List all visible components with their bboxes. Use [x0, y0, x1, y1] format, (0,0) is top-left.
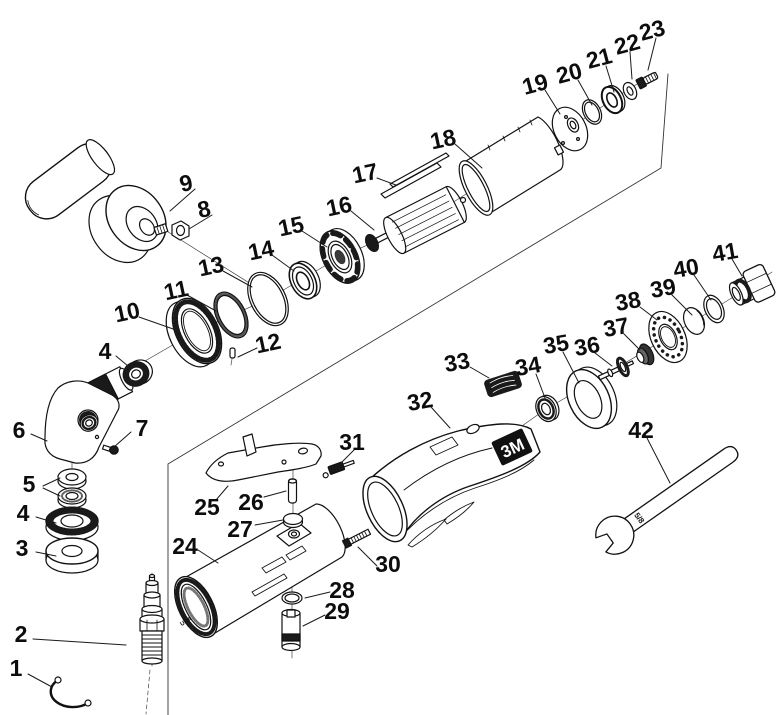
part-26-valve-pin — [287, 478, 298, 504]
part-label-37: 37 — [601, 312, 631, 342]
part-21-bearing — [600, 84, 626, 115]
part-39-disc — [682, 307, 706, 335]
part-label-12: 12 — [253, 328, 283, 359]
part-label-8: 8 — [195, 195, 213, 223]
part-label-23: 23 — [636, 14, 667, 46]
part-1-retaining-ring — [49, 676, 92, 709]
part-2-spindle — [139, 573, 165, 665]
part-label-14: 14 — [246, 235, 277, 266]
part-label-5: 5 — [23, 471, 36, 497]
part-label-24: 24 — [172, 533, 198, 559]
part-17-rotor-vanes — [380, 152, 450, 199]
part-label-3: 3 — [16, 535, 29, 561]
part-42-wrench: 5/8 — [595, 445, 739, 555]
part-label-36: 36 — [572, 331, 602, 361]
part-label-10: 10 — [112, 297, 142, 328]
part-label-4-upper: 4 — [99, 338, 112, 364]
part-4-bevel-gear-upper — [122, 359, 153, 387]
part-24-valve-housing: USA — [173, 503, 346, 639]
part-label-4-lower: 4 — [17, 500, 30, 526]
part-12-pin — [229, 347, 236, 366]
part-11-ring — [213, 291, 249, 339]
input-bearing — [79, 414, 99, 432]
part-labels: 1 2 3 4 5 6 7 4 8 9 10 11 12 13 14 15 16… — [10, 14, 740, 681]
part-label-2: 2 — [15, 621, 28, 647]
housing-rim-text: USA — [180, 616, 195, 628]
part-20-shim — [581, 99, 603, 125]
part-40-o-ring — [703, 294, 725, 324]
part-label-30: 30 — [375, 551, 401, 577]
part-28-o-ring — [281, 591, 303, 605]
part-4-bevel-gear-lower — [45, 506, 99, 542]
part-30-screw — [341, 528, 372, 549]
part-label-38: 38 — [613, 286, 643, 316]
part-label-17: 17 — [350, 158, 380, 189]
part-33-label-plate — [484, 370, 522, 398]
part-label-18: 18 — [428, 124, 459, 155]
part-29-inlet-bushing — [281, 608, 301, 652]
part-5-washers — [57, 468, 87, 509]
part-25-throttle-lever — [205, 433, 322, 482]
part-19-end-plate — [551, 106, 589, 156]
part-32-housing: 3M — [362, 423, 541, 548]
part-label-9: 9 — [177, 169, 195, 197]
part-23-screw — [635, 71, 659, 90]
part-label-42: 42 — [628, 417, 654, 443]
part-15-lock-ring — [319, 228, 365, 284]
part-34-seal — [535, 394, 560, 423]
part-22-washer — [622, 81, 638, 101]
part-37-valve — [636, 343, 655, 366]
part-9-pad-assembly — [24, 139, 169, 264]
part-38-muffler-plate — [648, 310, 688, 364]
assembly-border — [167, 73, 669, 715]
part-label-21: 21 — [583, 42, 615, 74]
part-31-pivot-pin — [322, 459, 355, 479]
part-label-40: 40 — [671, 253, 701, 283]
part-label-1: 1 — [10, 655, 23, 681]
part-label-31: 31 — [339, 429, 365, 455]
part-7-screw — [101, 444, 119, 455]
part-label-22: 22 — [611, 28, 642, 60]
part-label-7: 7 — [136, 415, 149, 441]
part-18-cylinder — [458, 116, 564, 216]
part-label-16: 16 — [324, 191, 354, 222]
part-label-34: 34 — [513, 351, 543, 381]
part-label-15: 15 — [276, 211, 307, 242]
part-label-25: 25 — [194, 494, 220, 520]
part-label-6: 6 — [13, 417, 26, 443]
leader-lines — [27, 37, 743, 688]
part-label-39: 39 — [648, 273, 678, 303]
part-3-spacer — [45, 537, 99, 574]
motor-rotor — [383, 185, 467, 255]
part-13-o-ring — [247, 271, 289, 327]
part-label-35: 35 — [541, 329, 571, 359]
part-label-13: 13 — [196, 251, 226, 282]
part-label-19: 19 — [519, 68, 550, 100]
part-label-32: 32 — [405, 386, 435, 416]
part-label-41: 41 — [710, 237, 740, 267]
part-36-valve-stem — [597, 356, 635, 381]
part-label-26: 26 — [238, 489, 264, 515]
part-14-bearing — [288, 260, 321, 300]
part-35-muffler — [565, 366, 618, 430]
part-41-inlet-adapter — [728, 263, 776, 306]
part-label-29: 29 — [324, 598, 350, 624]
part-10-ring-nut — [165, 297, 223, 368]
part-label-33: 33 — [442, 347, 472, 377]
brand-logo-3m: 3M — [491, 428, 533, 466]
part-label-27: 27 — [227, 516, 253, 542]
part-27-seat — [282, 512, 304, 529]
part-label-28: 28 — [329, 577, 355, 603]
part-8-locknut — [171, 220, 190, 241]
part-label-11: 11 — [161, 275, 190, 306]
